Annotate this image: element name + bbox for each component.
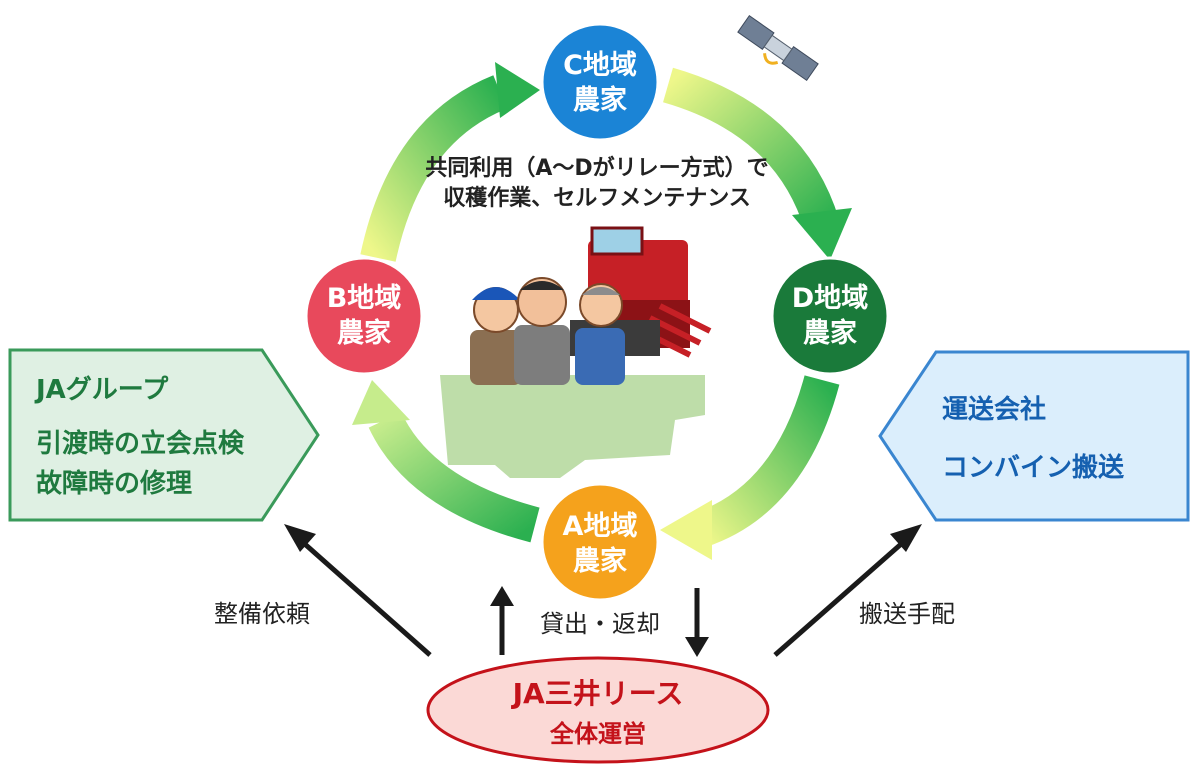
transport-line1: コンバイン搬送 [942, 452, 1124, 483]
ja-mitsui-line1: JA三井リース [511, 677, 684, 710]
ja-mitsui-lease-node: JA三井リース 全体運営 [426, 656, 770, 764]
b-farm-line2: 農家 [337, 317, 391, 349]
lend-return-label: 貸出・返却 [540, 610, 660, 638]
transport-title: 運送会社 [942, 394, 1046, 425]
field-map-shape [440, 375, 705, 478]
c-farm-node: C地域 農家 [540, 22, 660, 142]
cycle-arrow-c-to-d [662, 67, 852, 260]
cycle-arrow-d-to-a [660, 375, 840, 560]
cycle-arrow-a-to-b [352, 380, 540, 543]
return-down-arrow [685, 588, 709, 657]
ja-mitsui-line2: 全体運営 [549, 720, 646, 748]
transport-arrange-arrow [773, 524, 922, 657]
ja-group-box: JAグループ 引渡時の立会点検 故障時の修理 [8, 348, 320, 522]
d-farm-node: D地域 農家 [770, 256, 890, 376]
center-text-line1: 共同利用（A～Dがリレー方式）で [425, 155, 768, 181]
transport-company-box: 運送会社 コンバイン搬送 [878, 350, 1190, 522]
lend-up-arrow [490, 586, 514, 655]
ja-group-title: JAグループ [34, 375, 169, 405]
transport-arrange-label: 搬送手配 [859, 600, 955, 628]
b-farm-line1: B地域 [327, 283, 402, 314]
d-farm-line2: 農家 [803, 317, 857, 349]
maintenance-request-label: 整備依頼 [214, 600, 310, 628]
ja-group-line1: 引渡時の立会点検 [36, 428, 245, 459]
a-farm-line2: 農家 [573, 545, 627, 577]
c-farm-line2: 農家 [573, 84, 627, 116]
ja-group-line2: 故障時の修理 [36, 468, 192, 499]
cycle-arrow-b-to-c [360, 62, 540, 262]
center-text-line2: 収穫作業、セルフメンテナンス [443, 185, 751, 211]
a-farm-node: A地域 農家 [540, 482, 660, 602]
maintenance-request-arrow [284, 524, 432, 657]
a-farm-line1: A地域 [563, 511, 638, 542]
farmers-illustration [470, 277, 625, 385]
b-farm-node: B地域 農家 [304, 256, 424, 376]
c-farm-line1: C地域 [563, 50, 637, 81]
satellite-icon [737, 15, 819, 81]
d-farm-line1: D地域 [792, 283, 868, 314]
